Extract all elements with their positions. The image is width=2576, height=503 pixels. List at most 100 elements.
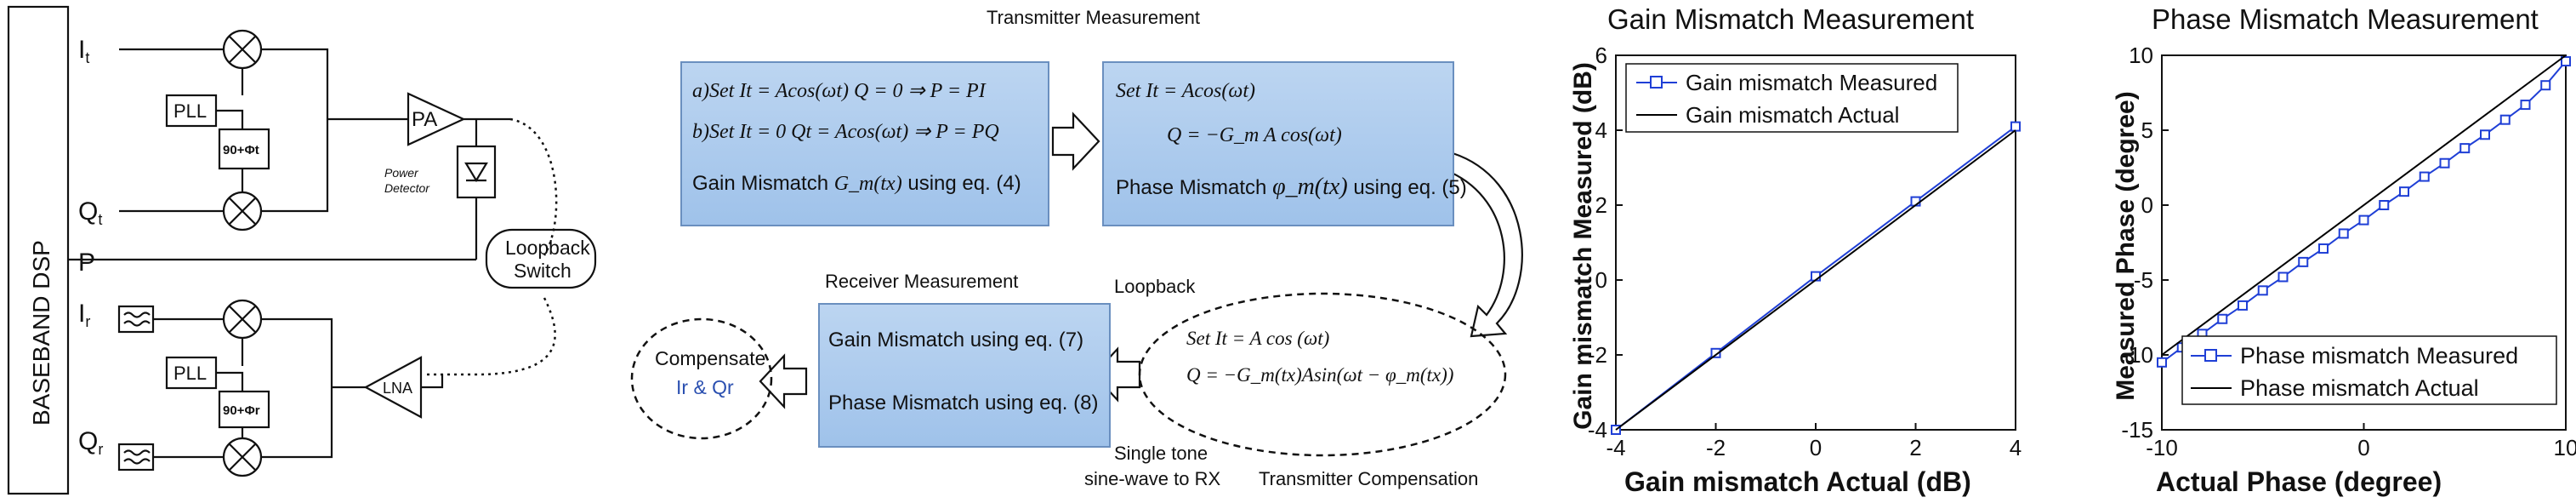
- chart2-series-0-point-17: [2499, 114, 2511, 125]
- tx-phase-line-a: Set It = Acos(ωt): [1116, 80, 1255, 102]
- pll-bottom-label: PLL: [173, 363, 207, 384]
- pa-label: PA: [412, 108, 437, 131]
- chart1-legend: Gain mismatch Measured Gain mismatch Act…: [1625, 63, 1959, 133]
- chart2-series-0-point-19: [2540, 80, 2551, 91]
- power-detector-label-2: Detector: [384, 181, 430, 195]
- chart2-legend: Phase mismatch Measured Phase mismatch A…: [2181, 335, 2557, 405]
- tx-gain-line-c: Gain Mismatch G_m(tx) using eq. (4): [692, 172, 1021, 196]
- single-tone-line-2: sine-wave to RX: [1084, 468, 1221, 489]
- rx-measurement-title: Receiver Measurement: [825, 271, 1019, 292]
- chart2-xtick-label-2: 10: [2554, 435, 2576, 460]
- single-tone-line-1: Single tone: [1114, 443, 1208, 464]
- tx-phase-line-c-pre: Phase Mismatch: [1116, 176, 1273, 199]
- rx-phase-line: Phase Mismatch using eq. (8): [828, 392, 1099, 414]
- chart2-series-0-point-5: [2257, 285, 2268, 296]
- chart2-series-0-point-3: [2217, 313, 2228, 324]
- chart2-ytick-label-4: 5: [2141, 117, 2153, 143]
- chart1-series-1-line: [1615, 129, 2016, 431]
- phase-shift-top-label: 90+Φt: [223, 143, 259, 157]
- pll-top-label: PLL: [173, 100, 207, 122]
- tx-comp-line-b: Q = −G_m(tx)Asin(ωt − φ_m(tx)): [1186, 364, 1454, 386]
- tx-compensation-caption: Transmitter Compensation: [1259, 468, 1479, 489]
- chart2-series-0-point-9: [2338, 228, 2349, 239]
- chart1-ytick-label-3: 2: [1595, 192, 1607, 218]
- chart1-xtick-label-0: -4: [1606, 435, 1625, 460]
- chart1-legend-measured: Gain mismatch Measured: [1686, 70, 1937, 95]
- chart2-ytick-label-2: -5: [2134, 267, 2153, 293]
- power-detector-label: Power: [384, 166, 419, 180]
- chart1-ytick-label-5: 6: [1595, 43, 1607, 68]
- chart2-ytick-label-3: 0: [2141, 192, 2153, 218]
- compensate-line-1: Compensate: [655, 347, 766, 369]
- tx-gain-line-c-pre: Gain Mismatch: [692, 172, 834, 195]
- port-p: P: [78, 249, 95, 277]
- loopback-caption: Loopback: [1114, 276, 1196, 297]
- chart1-series-0-point-1: [1710, 347, 1721, 358]
- lna-label: LNA: [383, 380, 412, 397]
- chart2-series-0-point-20: [2561, 56, 2571, 67]
- chart2-series-0-point-6: [2277, 272, 2289, 283]
- chart2-xtick-label-1: 0: [2357, 435, 2369, 460]
- rx-measurement-box: Gain Mismatch using eq. (7) Phase Mismat…: [818, 303, 1111, 448]
- dsp-label: BASEBAND DSP: [28, 240, 54, 426]
- chart1-xtick-label-3: 2: [1909, 435, 1921, 460]
- tx-phase-line-b: Q = −G_m A cos(ωt): [1167, 124, 1342, 146]
- tx-gain-line-b: b)Set It = 0 Qt = Acos(ωt) ⇒ P = PQ: [692, 121, 999, 143]
- chart1-ytick-label-0: -4: [1588, 417, 1607, 443]
- chart2-series-0-point-14: [2439, 157, 2450, 169]
- chart1-xtick-label-1: -2: [1706, 435, 1726, 460]
- arrow-box1-to-box2: [1051, 111, 1100, 171]
- rx-gain-line: Gain Mismatch using eq. (7): [828, 329, 1084, 352]
- chart1-xtick-label-2: 0: [1810, 435, 1822, 460]
- phase-shift-top-box: [218, 128, 270, 170]
- chart1-series-0-point-4: [2010, 121, 2021, 132]
- chart2-ytick-label-1: -10: [2121, 342, 2153, 368]
- chart2-series-0-point-8: [2318, 243, 2329, 254]
- chart1-ylabel: Gain mismatch Measured (dB): [1569, 62, 1597, 430]
- chart1-title: Gain Mismatch Measurement: [1607, 3, 1974, 35]
- chart1-ytick-label-4: 4: [1595, 117, 1607, 143]
- tx-gain-line-c-post: using eq. (4): [901, 172, 1021, 195]
- chart2-title: Phase Mismatch Measurement: [2152, 3, 2539, 35]
- loopback-switch-box: [485, 228, 597, 289]
- arrow-curve-down: [1444, 151, 1523, 338]
- tx-comp-line-a: Set It = A cos (ωt): [1186, 328, 1330, 349]
- chart2-series-0-point-12: [2399, 186, 2409, 197]
- phase-shift-bottom-label: 90+Φr: [223, 403, 260, 418]
- arrow-rx-to-compensate: [759, 353, 808, 409]
- chart2-ytick-label-0: -15: [2121, 417, 2153, 443]
- chart2-legend-actual: Phase mismatch Actual: [2240, 375, 2479, 401]
- transceiver-block-diagram: BASEBAND DSP It Qt P Ir Qr PLL 90+Φt PA …: [7, 5, 597, 495]
- tx-compensation-ellipse: [1138, 292, 1507, 457]
- chart2-legend-measured: Phase mismatch Measured: [2240, 343, 2518, 369]
- tx-phase-line-c-post: using eq. (5): [1347, 176, 1467, 199]
- power-amplifier: PA: [407, 92, 466, 146]
- compensate-ellipse: [630, 317, 773, 440]
- chart2-series-0-point-13: [2419, 171, 2430, 182]
- chart1-legend-actual: Gain mismatch Actual: [1686, 102, 1899, 128]
- chart2-series-0-point-16: [2480, 129, 2490, 140]
- loopback-switch-label-2: Switch: [514, 260, 571, 282]
- tx-gain-line-a: a)Set It = Acos(ωt) Q = 0 ⇒ P = PI: [692, 80, 986, 102]
- tx-phase-box: Set It = Acos(ωt) Q = −G_m A cos(ωt) Pha…: [1102, 61, 1467, 226]
- tx-measurement-title: Transmitter Measurement: [987, 7, 1201, 28]
- loopback-switch-label-1: Loopback: [505, 237, 590, 259]
- compensate-line-2: Ir & Qr: [676, 376, 734, 398]
- tx-phase-line-c: Phase Mismatch φ_m(tx) using eq. (5): [1116, 174, 1467, 201]
- chart2-xtick-label-0: -10: [2146, 435, 2178, 460]
- chart2-series-0-point-15: [2459, 143, 2471, 154]
- chart2-series-1-line: [2161, 54, 2567, 356]
- chart2-ytick-label-5: 10: [2129, 43, 2153, 68]
- chart2-series-0-point-7: [2298, 256, 2309, 267]
- chart2-series-0-point-11: [2379, 200, 2390, 210]
- phase-shift-bottom-box: [218, 390, 270, 429]
- tx-phase-line-c-math: φ_m(tx): [1272, 174, 1348, 200]
- tx-gain-box: a)Set It = Acos(ωt) Q = 0 ⇒ P = PI b)Set…: [680, 61, 1049, 226]
- chart1-xtick-label-4: 4: [2010, 435, 2022, 460]
- chart2-series-0-point-18: [2520, 100, 2531, 111]
- chart1-ytick-label-2: 0: [1595, 267, 1607, 293]
- chart2-ylabel: Measured Phase (degree): [2112, 91, 2140, 401]
- chart2-series-0-point-0: [2157, 357, 2167, 368]
